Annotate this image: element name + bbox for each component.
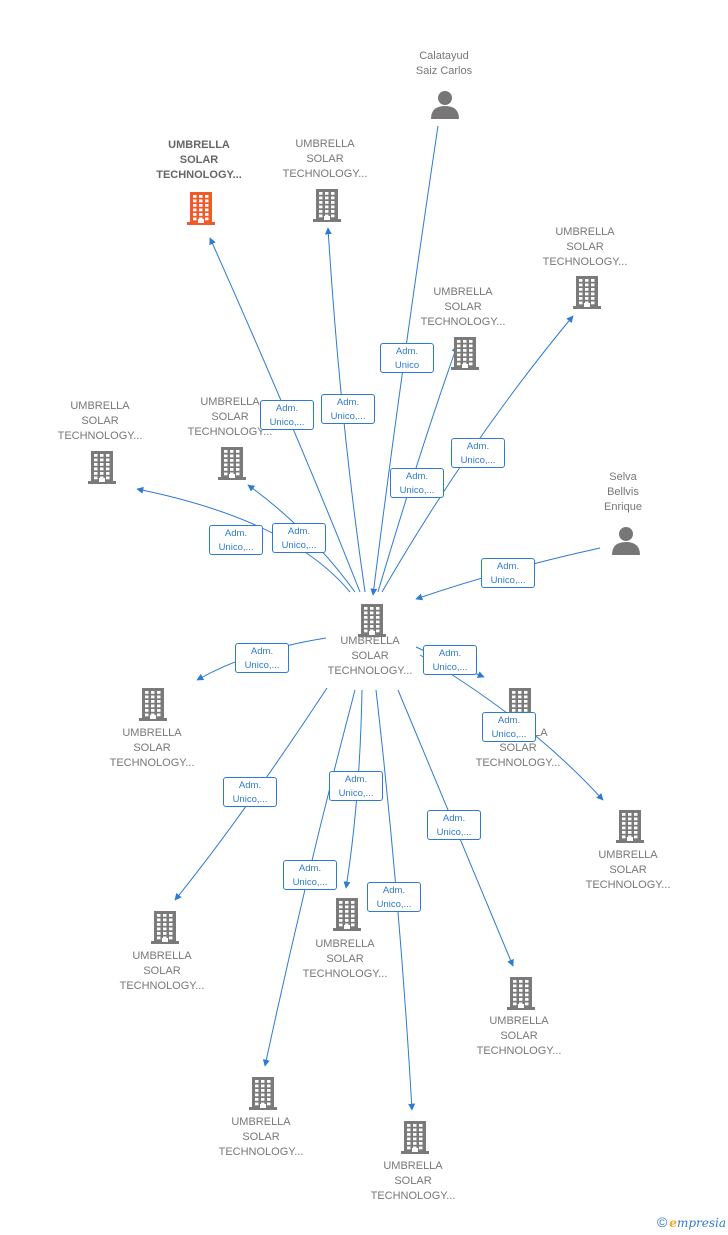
building-icon-n-br[interactable]	[506, 976, 536, 1015]
node-label-n-ml[interactable]: UMBRELLA SOLAR TECHNOLOGY...	[109, 726, 195, 769]
node-label-top-main[interactable]: UMBRELLA SOLAR TECHNOLOGY...	[156, 138, 242, 181]
edge-label-calatayud-to-center[interactable]: Adm. Unico	[380, 343, 434, 373]
node-label-n-r1[interactable]: UMBRELLA SOLAR TECHNOLOGY...	[542, 225, 628, 268]
node-label-n-l1[interactable]: UMBRELLA SOLAR TECHNOLOGY...	[57, 399, 143, 442]
edge-center-to-n-c1	[377, 345, 459, 593]
node-label-n-bb1[interactable]: UMBRELLA SOLAR TECHNOLOGY...	[218, 1115, 304, 1158]
node-label-n-bb2[interactable]: UMBRELLA SOLAR TECHNOLOGY...	[370, 1159, 456, 1202]
edge-label-center-to-n-bb1[interactable]: Adm. Unico,...	[283, 860, 337, 890]
node-label-n-bl[interactable]: UMBRELLA SOLAR TECHNOLOGY...	[119, 949, 205, 992]
node-label-n-br[interactable]: UMBRELLA SOLAR TECHNOLOGY...	[476, 1014, 562, 1057]
node-label-n-bc[interactable]: UMBRELLA SOLAR TECHNOLOGY...	[302, 937, 388, 980]
edge-label-center-to-n-bc[interactable]: Adm. Unico,...	[329, 771, 383, 801]
edge-label-center-to-n-mr[interactable]: Adm. Unico,...	[423, 645, 477, 675]
brand-initial: e	[669, 1216, 677, 1230]
edge-label-center-to-n-ml[interactable]: Adm. Unico,...	[235, 643, 289, 673]
building-icon-n-l1[interactable]	[87, 450, 117, 489]
person-icon-selva[interactable]	[611, 525, 641, 560]
building-icon-n-rr[interactable]	[615, 809, 645, 848]
node-label-calatayud[interactable]: Calatayud Saiz Carlos	[415, 50, 473, 77]
node-label-n-top2[interactable]: UMBRELLA SOLAR TECHNOLOGY...	[282, 137, 368, 180]
building-icon-n-bl[interactable]	[150, 910, 180, 949]
brand-name: mpresia	[676, 1216, 726, 1230]
edge-label-center-to-n-top2[interactable]: Adm. Unico,...	[321, 394, 375, 424]
copyright-symbol: ©	[656, 1214, 668, 1230]
building-icon-n-r1[interactable]	[572, 275, 602, 314]
edge-label-center-to-n-c1[interactable]: Adm. Unico,...	[390, 468, 444, 498]
edge-label-center-to-n-rr[interactable]: Adm. Unico,...	[482, 712, 536, 742]
edge-label-center-to-n-bb2[interactable]: Adm. Unico,...	[367, 882, 421, 912]
edge-label-center-to-n-l1[interactable]: Adm. Unico,...	[209, 525, 263, 555]
node-label-n-rr[interactable]: UMBRELLA SOLAR TECHNOLOGY...	[585, 848, 671, 891]
edge-label-center-to-n-bl[interactable]: Adm. Unico,...	[223, 777, 277, 807]
edge-label-selva-to-center[interactable]: Adm. Unico,...	[481, 558, 535, 588]
edge-label-center-to-n-br[interactable]: Adm. Unico,...	[427, 810, 481, 840]
building-icon-n-bb1[interactable]	[248, 1076, 278, 1115]
edge-label-center-to-n-l2[interactable]: Adm. Unico,...	[272, 523, 326, 553]
building-icon-n-top2[interactable]	[312, 188, 342, 227]
empresia-logo[interactable]: ©empresia	[657, 1214, 726, 1230]
building-icon-n-l2[interactable]	[217, 446, 247, 485]
edge-center-to-n-l1	[136, 486, 351, 593]
edge-label-center-to-n-r1[interactable]: Adm. Unico,...	[451, 438, 505, 468]
building-icon-n-ml[interactable]	[138, 687, 168, 726]
person-icon-calatayud[interactable]	[430, 89, 460, 124]
node-label-center[interactable]: UMBRELLA SOLAR TECHNOLOGY...	[327, 634, 413, 677]
building-icon-n-c1[interactable]	[450, 336, 480, 375]
building-icon-n-bb2[interactable]	[400, 1120, 430, 1159]
building-icon-center[interactable]	[357, 603, 387, 642]
building-icon-top-main[interactable]	[186, 191, 216, 230]
edge-label-center-to-top-main[interactable]: Adm. Unico,...	[260, 400, 314, 430]
node-label-n-l2[interactable]: UMBRELLA SOLAR TECHNOLOGY...	[187, 395, 273, 438]
node-label-n-c1[interactable]: UMBRELLA SOLAR TECHNOLOGY...	[420, 285, 506, 328]
building-icon-n-bc[interactable]	[332, 897, 362, 936]
node-label-selva[interactable]: Selva Bellvis Enrique	[604, 470, 642, 513]
